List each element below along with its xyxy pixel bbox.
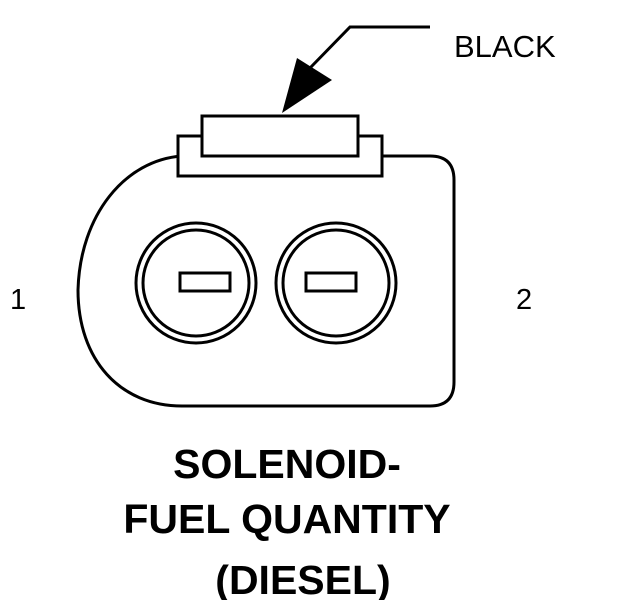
leader-line (308, 25, 430, 70)
caption-line-1: SOLENOID- (173, 441, 401, 487)
cavity-1-outer (134, 221, 258, 345)
pin-2-label: 2 (516, 284, 532, 316)
connector-body (76, 154, 456, 408)
caption-line-2: FUEL QUANTITY (123, 496, 450, 542)
pin-cavity-2 (274, 221, 398, 345)
terminal-1 (178, 271, 232, 293)
caption-line-3: (DIESEL) (215, 557, 390, 600)
pin-1-label: 1 (10, 284, 26, 316)
arrowhead (282, 58, 332, 113)
lock-tab-top (200, 114, 360, 158)
wire-color-label: BLACK (454, 29, 556, 64)
cavity-2-outer (274, 221, 398, 345)
lock-tab (176, 114, 384, 178)
leader-arrow (282, 25, 430, 113)
pin-cavity-1 (134, 221, 258, 345)
terminal-2 (304, 271, 358, 293)
cavity-2-inner (281, 228, 391, 338)
cavity-1-inner (141, 228, 251, 338)
